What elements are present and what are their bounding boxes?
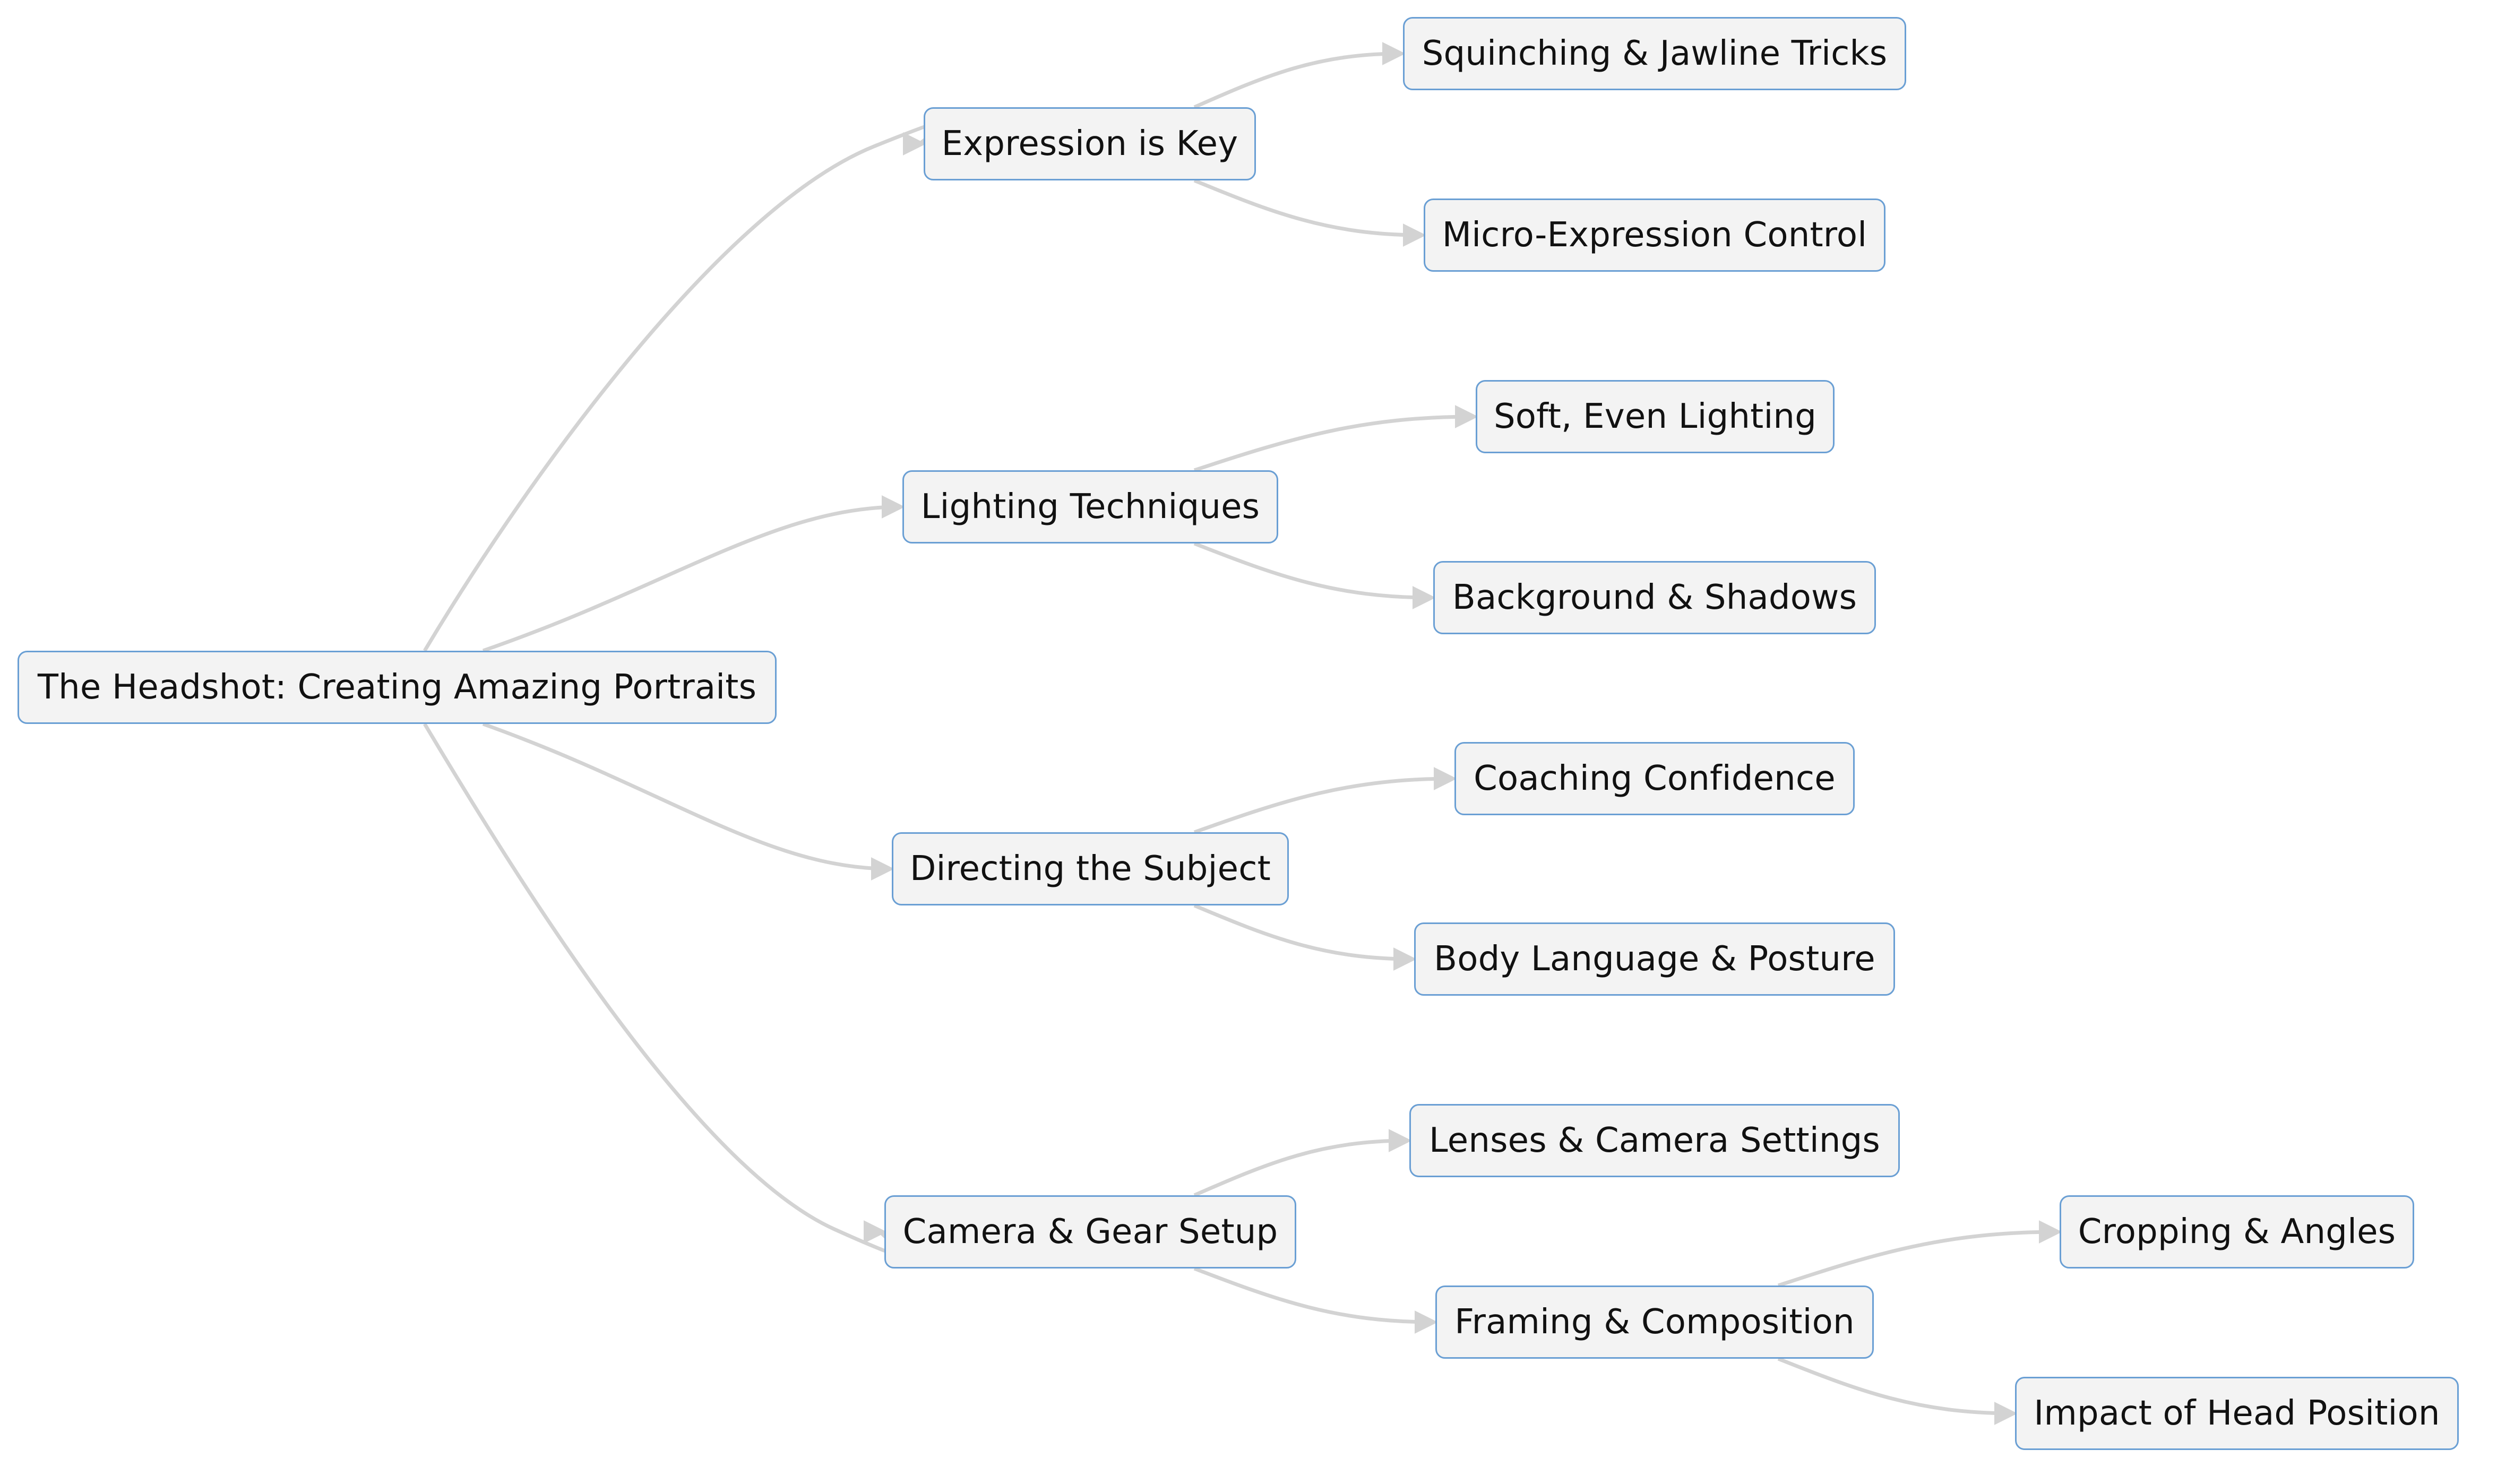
- edge-root-to-direct: [482, 722, 894, 881]
- edge-root-to-expr: [423, 117, 955, 652]
- edge-light-to-soft: [1193, 405, 1478, 472]
- edge-root-to-light: [482, 495, 905, 653]
- node-expression-is-key[interactable]: Expression is Key: [924, 107, 1256, 180]
- edge-root-to-camera: [423, 723, 909, 1259]
- node-background-shadows[interactable]: Background & Shadows: [1433, 561, 1876, 634]
- edge-camera-to-frame: [1193, 1266, 1438, 1334]
- node-soft-even-lighting[interactable]: Soft, Even Lighting: [1476, 380, 1835, 453]
- edge-camera-to-lens: [1193, 1129, 1412, 1197]
- node-cropping-angles[interactable]: Cropping & Angles: [2060, 1195, 2414, 1269]
- node-impact-of-head-position[interactable]: Impact of Head Position: [2015, 1377, 2459, 1450]
- edge-direct-to-coach: [1193, 767, 1457, 834]
- node-body-language-posture[interactable]: Body Language & Posture: [1414, 922, 1895, 996]
- edge-frame-to-head: [1777, 1357, 2018, 1425]
- edge-group: [423, 42, 2062, 1425]
- node-framing-composition[interactable]: Framing & Composition: [1435, 1285, 1874, 1359]
- edge-light-to-bg: [1193, 541, 1436, 609]
- node-micro-expression-control[interactable]: Micro-Expression Control: [1424, 199, 1885, 272]
- edge-frame-to-crop: [1777, 1220, 2062, 1288]
- node-lighting-techniques[interactable]: Lighting Techniques: [902, 470, 1278, 543]
- edge-expr-to-micro: [1193, 178, 1426, 247]
- node-directing-the-subject[interactable]: Directing the Subject: [892, 832, 1289, 905]
- node-squinching-jawline-tricks[interactable]: Squinching & Jawline Tricks: [1403, 17, 1906, 90]
- node-root-headshot[interactable]: The Headshot: Creating Amazing Portraits: [18, 651, 777, 724]
- edge-expr-to-squinch: [1193, 42, 1406, 109]
- edge-direct-to-body: [1193, 903, 1417, 971]
- node-lenses-camera-settings[interactable]: Lenses & Camera Settings: [1409, 1104, 1900, 1177]
- node-coaching-confidence[interactable]: Coaching Confidence: [1454, 742, 1855, 815]
- node-camera-gear-setup[interactable]: Camera & Gear Setup: [884, 1195, 1296, 1269]
